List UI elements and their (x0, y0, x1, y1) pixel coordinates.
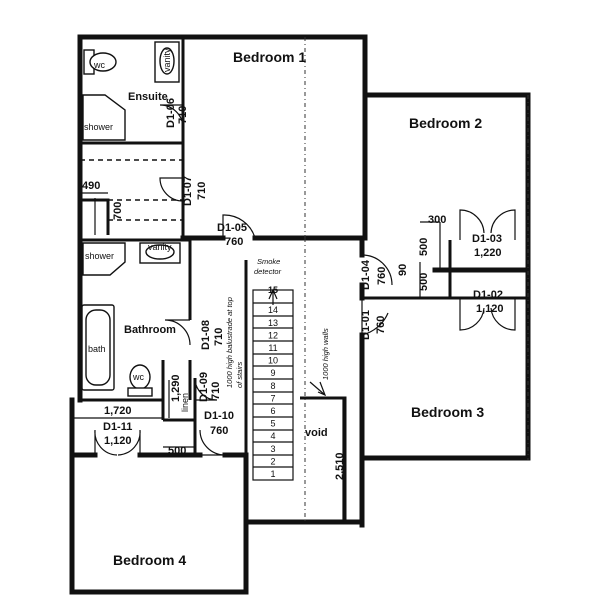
bedroom4-label: Bedroom 4 (113, 552, 186, 568)
dim-700: 700 (112, 202, 124, 220)
shower-bath-fixture (82, 242, 126, 276)
door-d1-10-width: 760 (210, 425, 228, 437)
stair-step-number: 12 (268, 330, 278, 340)
void-label: void (305, 427, 328, 439)
vanity-ensuite-fixture (154, 41, 180, 83)
dim-2510: 2,510 (334, 452, 346, 480)
stair-step-number: 2 (270, 456, 275, 466)
bath-label: bath (88, 344, 106, 354)
stair-step-number: 6 (270, 406, 275, 416)
stair-step-number: 1 (270, 469, 275, 479)
shower-ensuite-fixture (82, 94, 126, 141)
stair-step-number: 7 (270, 393, 275, 403)
door-d1-11-width: 1,120 (104, 435, 132, 447)
dim-1720: 1,720 (104, 405, 132, 417)
dashed-lines (80, 37, 529, 522)
door-d1-06-width: 710 (177, 106, 189, 124)
vanity-bath-label: vanity (148, 242, 172, 252)
door-d1-07-width: 710 (196, 182, 208, 200)
stair-step-number: 3 (270, 444, 275, 454)
stair-step-number: 5 (270, 419, 275, 429)
exterior-walls (69, 34, 531, 595)
door-d1-09-id: D1-09 (198, 372, 210, 402)
staircase (252, 288, 294, 481)
wc-ensuite-fixture (83, 49, 117, 75)
linen-label: linen (180, 393, 190, 412)
stair-step-number: 9 (270, 368, 275, 378)
door-d1-07-id: D1-07 (182, 176, 194, 206)
door-d1-01-id: D1-01 (360, 310, 372, 340)
dim-500a: 500 (418, 238, 430, 256)
stair-wall-note-line2: of stairs (235, 361, 244, 388)
vanity-ensuite-label: vanity (162, 48, 172, 72)
smoke-detector-note-line1: Smoke (257, 257, 280, 266)
door-d1-05-id: D1-05 (217, 222, 247, 234)
stair-step-number: 4 (270, 431, 275, 441)
door-d1-08-id: D1-08 (200, 320, 212, 350)
ensuite-label: Ensuite (128, 91, 168, 103)
bathroom-label: Bathroom (124, 324, 176, 336)
door-d1-06-id: D1-06 (165, 98, 177, 128)
dim-500c: 500 (168, 445, 186, 457)
door-d1-03-id: D1-03 (472, 233, 502, 245)
stair-step-number: 11 (268, 343, 277, 353)
vanity-bath-fixture (139, 242, 181, 264)
door-d1-10-id: D1-10 (204, 410, 234, 422)
shower-ensuite-label: shower (84, 122, 113, 132)
dim-90: 90 (397, 264, 409, 276)
bedroom2-label: Bedroom 2 (409, 115, 482, 131)
dimension-lines (74, 192, 441, 522)
door-d1-02-width: 1,120 (476, 303, 504, 315)
dim-1290: 1,290 (170, 374, 182, 402)
door-d1-04-id: D1-04 (360, 259, 372, 290)
door-d1-05-width: 760 (225, 236, 243, 248)
stair-step-number: 15 (268, 285, 278, 295)
stair-wall-note-line1: 1000 high balustrade at top (225, 297, 234, 388)
stair-step-number: 10 (268, 356, 278, 366)
stair-step-number: 8 (270, 381, 275, 391)
door-d1-09-width: 710 (210, 382, 222, 400)
high-walls-note: 1000 high walls (321, 328, 330, 380)
dim-490: 490 (82, 180, 100, 192)
fixtures (81, 41, 181, 397)
door-swings (94, 104, 516, 456)
door-d1-01-width: 760 (375, 316, 387, 334)
shower-bath-label: shower (85, 251, 114, 261)
bedroom1-label: Bedroom 1 (233, 49, 306, 65)
bath-fixture (81, 304, 115, 391)
stair-step-number: 14 (268, 305, 278, 315)
wc-ensuite-label: wc (93, 60, 105, 70)
door-d1-03-width: 1,220 (474, 247, 502, 259)
dim-300: 300 (428, 214, 446, 226)
door-d1-08-width: 710 (213, 328, 225, 346)
wc-bath-label: wc (132, 372, 144, 382)
bedroom3-label: Bedroom 3 (411, 404, 484, 420)
door-d1-04-width: 760 (376, 267, 388, 285)
dim-500b: 500 (418, 273, 430, 291)
door-d1-11-id: D1-11 (103, 421, 132, 433)
door-d1-02-id: D1-02 (473, 289, 503, 301)
interior-walls (69, 37, 531, 522)
wc-bath-fixture (127, 364, 153, 397)
stair-step-number: 13 (268, 318, 278, 328)
smoke-detector-note-line2: detector (254, 267, 282, 276)
